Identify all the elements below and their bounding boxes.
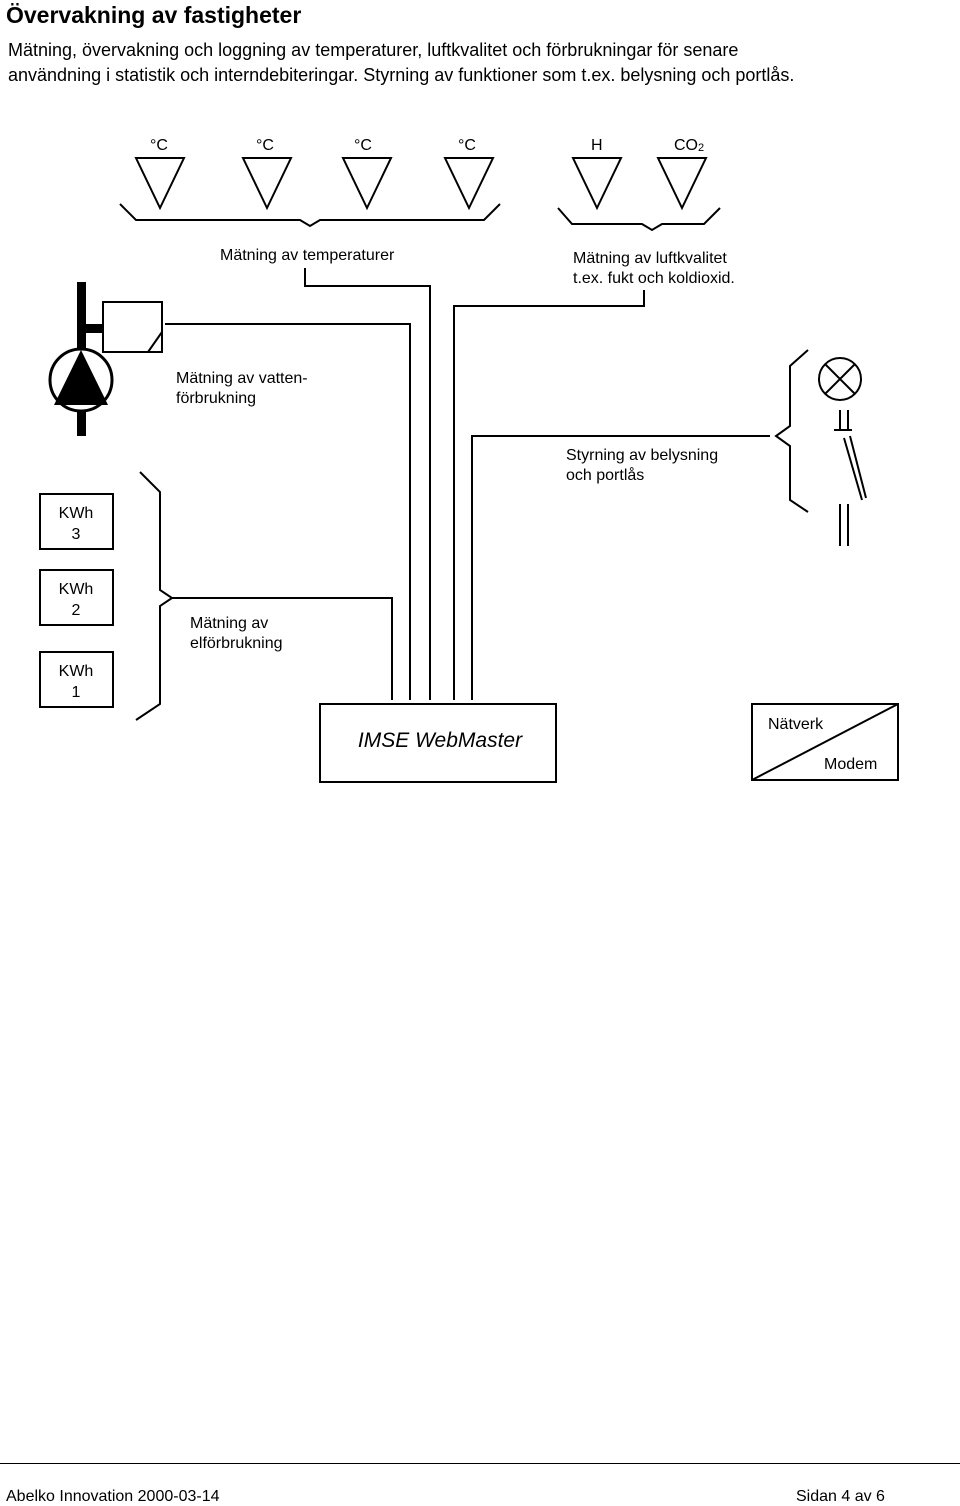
electric-bracket	[135, 471, 174, 721]
monitoring-diagram: °C °C °C °C H CO2 Mätning av temperature…	[39, 137, 899, 783]
kwh-meter-1-unit: KWh	[59, 663, 94, 680]
kwh-meter-2-box	[39, 569, 114, 626]
humidity-sensor-label: H	[591, 137, 603, 154]
air-group-label-2: t.ex. fukt och koldioxid.	[573, 270, 735, 287]
water-meter-box-icon	[102, 301, 163, 353]
lighting-label-2: och portlås	[566, 466, 644, 484]
intro-text: Mätning, övervakning och loggning av tem…	[8, 38, 948, 88]
water-label-1: Mätning av vatten-	[176, 370, 308, 387]
footer-page-number: Sidan 4 av 6	[796, 1488, 885, 1505]
temp-sensor-1-icon	[134, 157, 186, 211]
modem-label: Modem	[824, 756, 877, 773]
air-cable	[453, 290, 645, 700]
kwh-meter-3-box	[39, 493, 114, 550]
electric-label-2: elförbrukning	[190, 635, 283, 652]
intro-line-2: användning i statistik och interndebiter…	[8, 65, 795, 85]
footer-company-date: Abelko Innovation 2000-03-14	[6, 1488, 220, 1505]
air-bracket	[557, 207, 721, 232]
temp-sensor-label: °C	[256, 137, 274, 154]
co2-subscript: 2	[698, 142, 704, 154]
network-label: Nätverk	[768, 716, 824, 733]
door-lock-icon	[834, 410, 867, 546]
kwh-meter-3-unit: KWh	[59, 505, 94, 522]
temp-group-label: Mätning av temperaturer	[220, 247, 395, 264]
temp-sensor-label: °C	[458, 137, 476, 154]
electric-cable	[170, 597, 393, 700]
temp-sensor-3-icon	[341, 157, 393, 211]
water-cable	[165, 323, 411, 700]
lighting-label-1: Styrning av belysning	[566, 447, 718, 464]
co2-sensor-icon	[656, 157, 708, 211]
kwh-meter-3-number: 3	[72, 526, 81, 543]
footer-divider	[0, 1463, 960, 1464]
temp-sensor-label: °C	[150, 137, 168, 154]
kwh-meter-1-number: 1	[72, 684, 81, 701]
co2-sensor-label: CO	[674, 137, 698, 154]
kwh-meter-1-box	[39, 651, 114, 708]
lighting-cable	[471, 435, 770, 700]
temp-sensor-label: °C	[354, 137, 372, 154]
humidity-sensor-icon	[571, 157, 623, 211]
controller-box	[319, 703, 557, 783]
network-modem-box	[751, 703, 899, 781]
temp-sensor-2-icon	[241, 157, 293, 211]
page-title: Övervakning av fastigheter	[6, 2, 302, 28]
kwh-meter-2-unit: KWh	[59, 581, 94, 598]
temp-sensor-4-icon	[443, 157, 495, 211]
lighting-bracket	[774, 349, 809, 513]
lamp-icon	[818, 357, 862, 401]
water-label-2: förbrukning	[176, 390, 256, 407]
electric-label-1: Mätning av	[190, 615, 268, 632]
temp-bracket	[119, 203, 501, 228]
kwh-meter-2-number: 2	[72, 602, 81, 619]
intro-line-1: Mätning, övervakning och loggning av tem…	[8, 40, 739, 60]
air-group-label-1: Mätning av luftkvalitet	[573, 250, 727, 267]
temp-cable	[304, 268, 431, 700]
controller-label: IMSE WebMaster	[358, 729, 523, 752]
svg-text:CO2: CO2	[674, 137, 704, 154]
